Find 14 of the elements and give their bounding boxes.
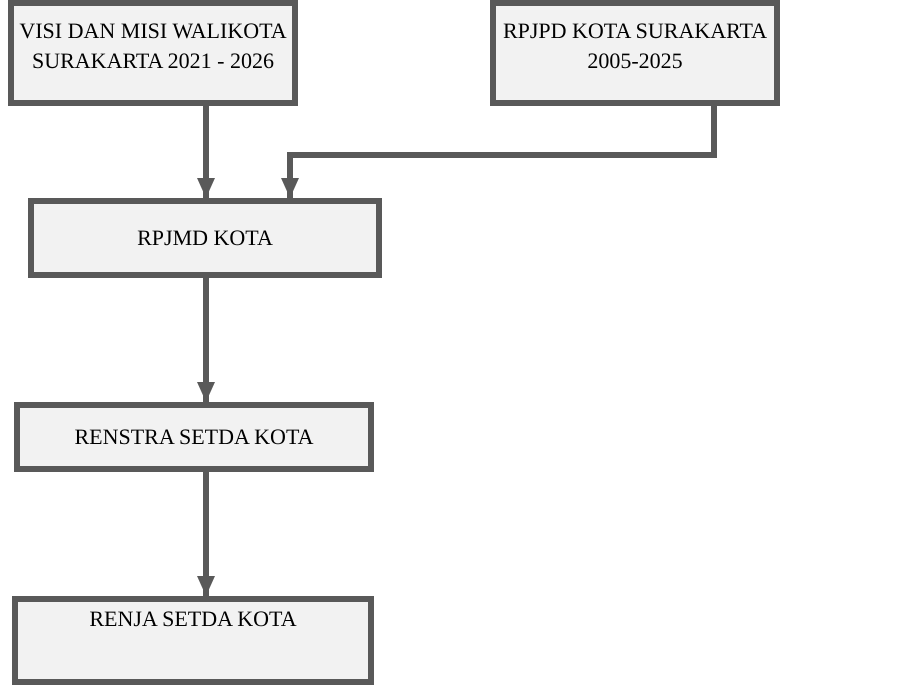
box-label: RPJPD KOTA SURAKARTA 2005-2025 xyxy=(502,17,768,75)
process-box xyxy=(28,198,382,278)
box-label: RENJA SETDA KOTA xyxy=(89,605,297,633)
box-label: RENSTRA SETDA KOTA xyxy=(74,423,314,451)
arrow xyxy=(197,278,215,402)
box-label: VISI DAN MISI WALIKOTA SURAKARTA 2021 - 2026 xyxy=(18,17,288,75)
process-box xyxy=(490,0,780,106)
arrow xyxy=(197,106,215,198)
arrow xyxy=(197,472,215,596)
process-box xyxy=(14,402,374,472)
process-box xyxy=(8,0,298,106)
box-label: RPJMD KOTA xyxy=(137,224,273,252)
arrow xyxy=(281,106,717,198)
process-box xyxy=(12,596,374,685)
